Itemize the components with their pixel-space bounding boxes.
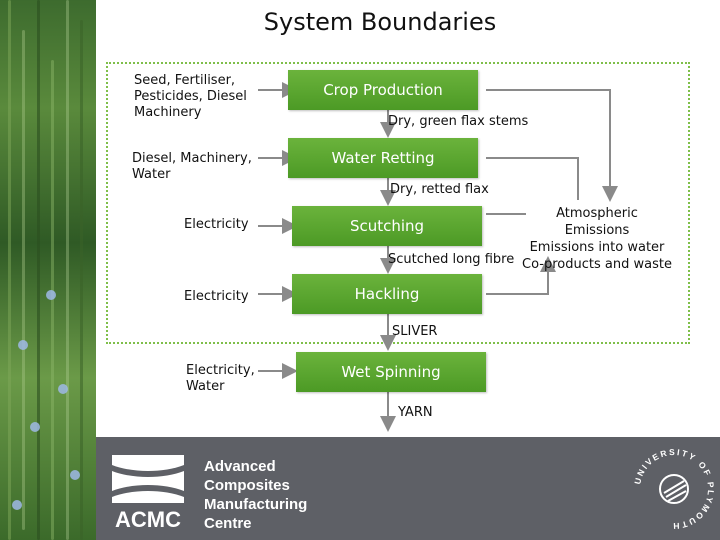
acmc-line-centre: Centre: [204, 515, 252, 532]
footer-banner: ACMC Advanced Composites Manufacturing C…: [96, 437, 720, 540]
input-label-retting: Diesel, Machinery, Water: [132, 151, 252, 182]
acmc-line-advanced: Advanced: [204, 458, 276, 475]
emissions-label: Atmospheric Emissions Emissions into wat…: [522, 205, 672, 273]
acmc-logo: ACMC: [112, 455, 184, 531]
process-water-retting: Water Retting: [288, 138, 478, 178]
process-wet-spinning: Wet Spinning: [296, 352, 486, 392]
university-ring-text: UNIVERSITY OF PLYMOUTH: [632, 447, 714, 531]
acmc-line-manufacturing: Manufacturing: [204, 496, 308, 513]
process-crop-production: Crop Production: [288, 70, 478, 110]
flow-label-green-stems: Dry, green flax stems: [388, 114, 529, 129]
emission-coproducts: Co-products and waste: [522, 257, 672, 272]
acmc-full-name: Advanced Composites Manufacturing Centre: [204, 457, 307, 533]
svg-text:UNIVERSITY OF PLYMOUTH: UNIVERSITY OF PLYMOUTH: [632, 447, 716, 531]
acmc-line-composites: Composites: [204, 477, 290, 494]
page-title: System Boundaries: [263, 8, 497, 36]
flow-label-retted-flax: Dry, retted flax: [390, 182, 489, 197]
input-label-hackling: Electricity: [184, 289, 249, 304]
flax-field-photo: [0, 0, 96, 540]
emission-atmospheric: Atmospheric Emissions: [556, 206, 638, 238]
acmc-abbrev: ACMC: [115, 507, 181, 531]
flow-label-long-fibre: Scutched long fibre: [388, 252, 515, 267]
process-scutching: Scutching: [292, 206, 482, 246]
input-label-scutching: Electricity: [184, 217, 249, 232]
emission-water: Emissions into water: [529, 240, 665, 255]
flow-label-sliver: SLIVER: [392, 324, 438, 339]
university-logo: UNIVERSITY OF PLYMOUTH: [632, 447, 716, 531]
input-label-spinning: Electricity, Water: [186, 363, 255, 394]
process-hackling: Hackling: [292, 274, 482, 314]
system-boundary: [106, 62, 690, 344]
flow-label-yarn: YARN: [398, 405, 433, 420]
input-label-crop: Seed, Fertiliser, Pesticides, Diesel Mac…: [134, 73, 247, 120]
